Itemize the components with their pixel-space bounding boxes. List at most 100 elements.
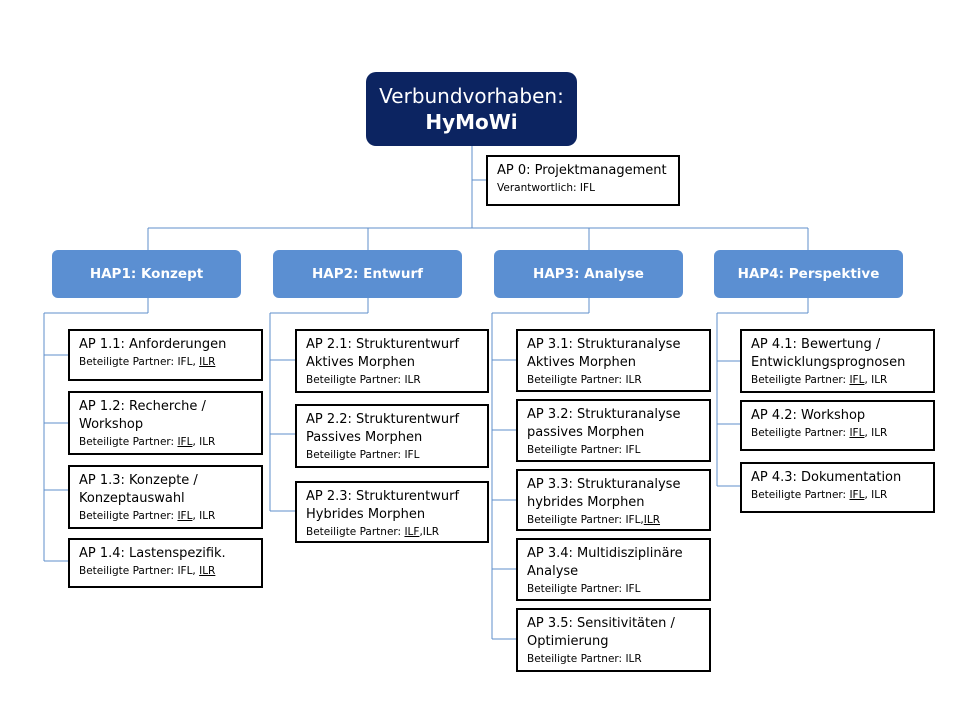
ap-node-title-line2: Optimierung [527, 634, 609, 649]
root-project-name: HyMoWi [425, 110, 518, 134]
ap-node-partners: Beteiligte Partner: ILR [527, 652, 701, 666]
ap-node-title-line2: Aktives Morphen [306, 355, 415, 370]
partners-prefix: Beteiligte Partner: [527, 653, 626, 665]
partner-name: , ILR [864, 489, 888, 501]
partners-prefix: Beteiligte Partner: [527, 583, 626, 595]
ap-node-title: AP 2.1: Strukturentwurf [306, 337, 460, 352]
ap-node-partners: Beteiligte Partner: IFL, ILR [79, 509, 253, 523]
ap-node-partners: Beteiligte Partner: IFL [527, 443, 701, 457]
hap-node-1: HAP1: Konzept [52, 250, 241, 298]
ap-node-title-line2: Workshop [79, 417, 144, 432]
partner-name: IFL [849, 374, 865, 386]
partners-prefix: Beteiligte Partner: [751, 489, 850, 501]
ap-node-title: AP 4.3: Dokumentation [751, 470, 902, 485]
partners-prefix: Beteiligte Partner: [79, 565, 178, 577]
ap-node-partners: Beteiligte Partner: IFL,ILR [527, 513, 701, 527]
partner-name: ILR [625, 374, 642, 386]
partner-name: ILR [643, 514, 661, 526]
partners-prefix: Beteiligte Partner: [751, 427, 850, 439]
ap-node-title-line2: Entwicklungsprognosen [751, 355, 906, 370]
root-title: Verbundvorhaben: [379, 84, 564, 108]
ap-node-4-1: AP 4.1: Bewertung / Entwicklungsprognosen… [740, 329, 935, 393]
ap-node-title: AP 4.2: Workshop [751, 408, 866, 423]
ap-node-title: AP 3.2: Strukturanalyse [527, 407, 681, 422]
partners-prefix: Beteiligte Partner: [306, 449, 405, 461]
ap-node-0: AP 0: Projektmanagement Verantwortlich: … [486, 155, 680, 206]
ap-node-title-line2: Passives Morphen [306, 430, 423, 445]
partner-name: IFL [177, 510, 193, 522]
partner-name: IFL [849, 489, 865, 501]
partner-name: IFL [625, 444, 641, 456]
ap-node-title-line2: Analyse [527, 564, 579, 579]
ap-node-title: AP 2.2: Strukturentwurf [306, 412, 460, 427]
partner-name: IFL [404, 449, 420, 461]
partner-name: IFL [625, 583, 641, 595]
partner-name: ILR [404, 374, 421, 386]
partner-name: ILF [404, 526, 420, 538]
ap-node-title: AP 4.1: Bewertung / [751, 337, 881, 352]
ap-node-partners: Beteiligte Partner: IFL, ILR [79, 355, 253, 369]
ap-node-title: AP 1.1: Anforderungen [79, 337, 227, 352]
partner-name: , ILR [192, 510, 216, 522]
partners-prefix: Beteiligte Partner: [527, 514, 626, 526]
ap-node-partners: Beteiligte Partner: IFL, ILR [79, 564, 253, 578]
ap-node-title-line2: passives Morphen [527, 425, 645, 440]
ap-node-partners: Beteiligte Partner: IFL, ILR [751, 373, 925, 387]
hap-node-3: HAP3: Analyse [494, 250, 683, 298]
ap-node-title-line2: Hybrides Morphen [306, 507, 426, 522]
partners-prefix: Beteiligte Partner: [306, 374, 405, 386]
ap-node-title-line2: Aktives Morphen [527, 355, 636, 370]
hap-node-4: HAP4: Perspektive [714, 250, 903, 298]
partner-name: IFL [177, 356, 193, 368]
ap-node-1-4: AP 1.4: Lastenspezifik. Beteiligte Partne… [68, 538, 263, 588]
ap-node-title: AP 3.4: Multidisziplinäre [527, 546, 683, 561]
ap-node-title: AP 3.1: Strukturanalyse [527, 337, 681, 352]
ap-node-title: AP 3.5: Sensitivitäten / [527, 616, 675, 631]
partner-name: , ILR [192, 436, 216, 448]
ap-node-partners: Beteiligte Partner: IFL, ILR [751, 488, 925, 502]
ap-node-responsible: Verantwortlich: IFL [497, 182, 595, 194]
partner-name: IFL, [177, 565, 200, 577]
partners-prefix: Beteiligte Partner: [79, 510, 178, 522]
ap-node-partners: Beteiligte Partner: ILF,ILR [306, 525, 479, 539]
ap-node-title-line2: Konzeptauswahl [79, 491, 185, 506]
ap-node-partners: Beteiligte Partner: IFL [527, 582, 701, 596]
ap-node-partners: Beteiligte Partner: IFL, ILR [751, 426, 925, 440]
partner-name: IFL [849, 427, 865, 439]
ap-node-title: AP 0: Projektmanagement [497, 163, 667, 178]
ap-node-partners: Beteiligte Partner: ILR [306, 373, 479, 387]
root-node: Verbundvorhaben: HyMoWi [366, 72, 577, 146]
partner-name: IFL [177, 436, 193, 448]
ap-node-title-line2: hybrides Morphen [527, 495, 645, 510]
partners-prefix: Beteiligte Partner: [79, 356, 178, 368]
partners-prefix: Beteiligte Partner: [79, 436, 178, 448]
partner-name: , ILR [864, 427, 888, 439]
ap-node-title: AP 3.3: Strukturanalyse [527, 477, 681, 492]
partner-name: , [192, 356, 200, 368]
partner-name: IFL, [625, 514, 644, 526]
ap-node-title: AP 2.3: Strukturentwurf [306, 489, 460, 504]
partners-prefix: Beteiligte Partner: [306, 526, 405, 538]
partner-name: ILR [625, 653, 642, 665]
partner-name: ILR [199, 565, 216, 577]
ap-node-title: AP 1.4: Lastenspezifik. [79, 546, 226, 561]
ap-node-partners: Beteiligte Partner: IFL [306, 448, 479, 462]
partner-name: , ILR [864, 374, 888, 386]
partners-prefix: Beteiligte Partner: [751, 374, 850, 386]
hap-node-2: HAP2: Entwurf [273, 250, 462, 298]
partner-name: ILR [199, 356, 216, 368]
